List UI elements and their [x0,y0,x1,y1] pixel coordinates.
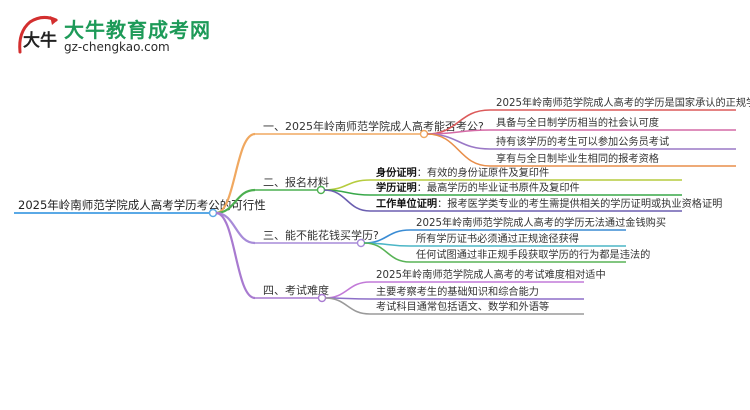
leaf-connector [323,189,371,212]
leaf-item-key: 身份证明 [376,166,417,179]
leaf-item[interactable]: 2025年岭南师范学院成人高考的学历是国家承认的正规学历 [496,96,750,109]
leaf-item[interactable]: 2025年岭南师范学院成人高考的考试难度相对适中 [376,268,606,281]
leaf-item[interactable]: 所有学历证书必须通过正规途径获得 [416,232,579,245]
leaf-item-value: ：报考医学类专业的考生需提供相关的学历证明或执业资格证明 [437,197,722,210]
root-node-circle [208,208,218,218]
branch-node-circle [317,293,327,303]
leaf-item[interactable]: 享有与全日制毕业生相同的报考资格 [496,152,659,165]
leaf-connector [324,281,371,299]
root-topic[interactable]: 2025年岭南师范学院成人高考学历考公的可行性 [18,198,266,212]
site-logo[interactable]: 大牛 大牛教育成考网 gz-chengkao.com [14,12,254,58]
leaf-connector [363,242,411,263]
branch-label[interactable]: 二、报名材料 [263,175,329,189]
leaf-connector [324,297,371,315]
leaf-connector [426,133,491,150]
branch-node-circle [419,129,429,139]
leaf-item[interactable]: 工作单位证明：报考医学类专业的考生需提供相关的学历证明或执业资格证明 [376,197,722,210]
leaf-item-key: 学历证明 [376,181,417,194]
leaf-item-value: ：最高学历的毕业证书原件及复印件 [417,181,580,194]
leaf-item[interactable]: 主要考察考生的基础知识和综合能力 [376,285,539,298]
branch-connector [215,188,256,215]
leaf-item-key: 工作单位证明 [376,197,437,210]
leaf-connector [426,133,491,167]
leaf-item[interactable]: 任何试图通过非正规手段获取学历的行为都是违法的 [416,248,650,261]
branch-node-circle [316,185,326,195]
logo-url: gz-chengkao.com [64,40,170,54]
branch-label[interactable]: 一、2025年岭南师范学院成人高考能否考公? [263,119,484,133]
leaf-item[interactable]: 学历证明：最高学历的毕业证书原件及复印件 [376,181,580,194]
logo-mark-icon: 大牛 [18,15,58,54]
branch-label[interactable]: 三、能不能花钱买学历? [263,228,379,242]
branch-connector [215,132,256,215]
logo-title: 大牛教育成考网 [64,18,211,42]
leaf-item-value: ：有效的身份证原件及复印件 [417,166,549,179]
leaf-item[interactable]: 考试科目通常包括语文、数学和外语等 [376,300,549,313]
leaf-connector [323,179,371,191]
leaf-item[interactable]: 2025年岭南师范学院成人高考的学历无法通过金钱购买 [416,216,666,229]
branch-node-circle [356,238,366,248]
leaf-item[interactable]: 持有该学历的考生可以参加公务员考试 [496,135,669,148]
branch-label[interactable]: 四、考试难度 [263,283,329,297]
leaf-item[interactable]: 具备与全日制学历相当的社会认可度 [496,116,659,129]
logo-mark-text: 大牛 [23,30,57,51]
branch-connector [215,211,256,300]
leaf-item[interactable]: 身份证明：有效的身份证原件及复印件 [376,166,549,179]
